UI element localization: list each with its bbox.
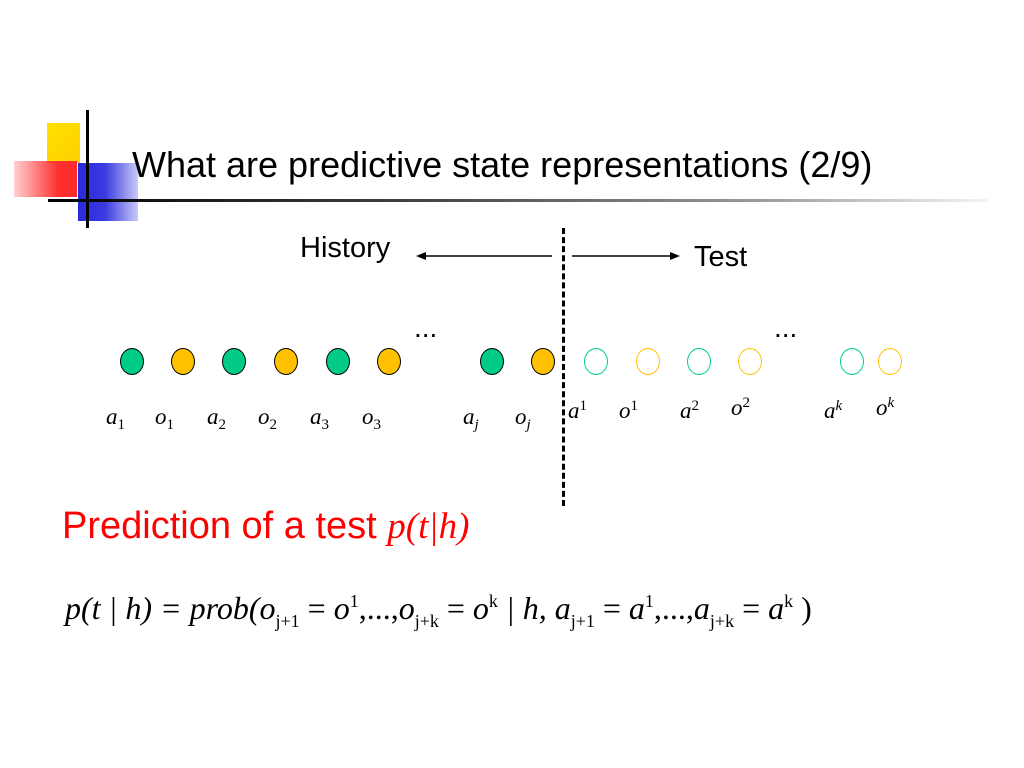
- sequence-label: o1: [619, 398, 638, 424]
- prediction-text: Prediction of a test: [62, 505, 388, 547]
- label-superscript: k: [887, 395, 895, 411]
- prediction-heading: Prediction of a test p(t|h): [62, 505, 469, 548]
- label-superscript: 2: [691, 398, 700, 414]
- label-base: a: [463, 404, 475, 429]
- test-action-circle: [840, 348, 864, 375]
- label-superscript: 2: [742, 395, 751, 411]
- sequence-label: a2: [680, 398, 699, 424]
- prediction-formula: p(t | h) = prob(oj+1 = o1,...,oj+k = ok …: [65, 590, 812, 632]
- formula-lhs: p(t | h) = prob(: [65, 590, 260, 626]
- label-subscript: j: [474, 417, 479, 433]
- history-action-circle: [326, 348, 350, 375]
- formula-sub: j+1: [275, 611, 300, 631]
- sequence-label: o2: [258, 404, 277, 434]
- formula-eq: =: [594, 590, 629, 626]
- test-action-circle: [584, 348, 608, 375]
- label-subscript: 3: [373, 417, 382, 433]
- label-base: o: [731, 395, 743, 420]
- formula-sub: j+1: [570, 611, 595, 631]
- label-subscript: 2: [269, 417, 278, 433]
- label-base: o: [362, 404, 374, 429]
- test-observation-circle: [738, 348, 762, 375]
- formula-sub: j+k: [414, 611, 439, 631]
- sequence-label: a1: [106, 404, 125, 434]
- prediction-math: p(t|h): [387, 506, 470, 547]
- formula-dots: ,...,: [358, 590, 399, 626]
- formula-o: o: [472, 590, 489, 626]
- formula-sup: k: [488, 591, 498, 611]
- sequence-label: ak: [824, 398, 842, 424]
- test-action-circle: [687, 348, 711, 375]
- label-base: a: [568, 398, 580, 423]
- sequence-label: oj: [515, 404, 531, 434]
- sequence-label: o2: [731, 395, 750, 421]
- formula-sup: 1: [644, 591, 654, 611]
- label-base: a: [207, 404, 219, 429]
- history-label: History: [300, 232, 391, 264]
- formula-o: o: [259, 590, 276, 626]
- sequence-label: o3: [362, 404, 381, 434]
- ellipsis-history: ...: [414, 312, 438, 343]
- label-base: a: [310, 404, 322, 429]
- history-test-divider: [562, 228, 565, 506]
- formula-a: a: [554, 590, 571, 626]
- sequence-label: a3: [310, 404, 329, 434]
- label-base: a: [680, 398, 692, 423]
- decor-red-bar: [14, 161, 77, 197]
- test-observation-circle: [636, 348, 660, 375]
- label-superscript: 1: [579, 398, 588, 414]
- label-subscript: 1: [117, 417, 126, 433]
- ellipsis-test: ...: [774, 312, 798, 343]
- formula-close: ): [793, 590, 812, 626]
- formula-a: a: [768, 590, 785, 626]
- slide-title: What are predictive state representation…: [132, 144, 873, 185]
- title-underline: [48, 199, 988, 202]
- label-subscript: 2: [218, 417, 227, 433]
- history-action-circle: [222, 348, 246, 375]
- formula-eq: =: [734, 590, 769, 626]
- formula-sup: k: [784, 591, 794, 611]
- formula-eq: =: [299, 590, 334, 626]
- formula-eq: =: [438, 590, 473, 626]
- history-arrow: [416, 252, 552, 260]
- label-base: a: [106, 404, 118, 429]
- direction-arrows: [416, 252, 680, 260]
- label-base: o: [619, 398, 631, 423]
- formula-dots: ,...,: [653, 590, 694, 626]
- formula-given: | h,: [497, 590, 555, 626]
- test-label: Test: [694, 241, 748, 273]
- label-base: o: [876, 395, 888, 420]
- history-observation-circle: [377, 348, 401, 375]
- history-observation-circle: [531, 348, 555, 375]
- label-superscript: 1: [630, 398, 639, 414]
- formula-a: a: [628, 590, 645, 626]
- sequence-label: a1: [568, 398, 587, 424]
- test-arrow: [572, 252, 680, 260]
- decor-vertical-line: [86, 110, 89, 228]
- sequence-label: o1: [155, 404, 174, 434]
- label-superscript: k: [835, 398, 843, 414]
- sequence-label: ok: [876, 395, 894, 421]
- formula-a: a: [693, 590, 710, 626]
- history-observation-circle: [171, 348, 195, 375]
- label-subscript: 1: [166, 417, 175, 433]
- label-subscript: 3: [321, 417, 330, 433]
- formula-o: o: [398, 590, 415, 626]
- sequence-label: a2: [207, 404, 226, 434]
- decor-yellow-square: [47, 123, 80, 163]
- formula-sup: 1: [349, 591, 359, 611]
- label-base: o: [155, 404, 167, 429]
- label-base: o: [515, 404, 527, 429]
- test-observation-circle: [878, 348, 902, 375]
- history-action-circle: [120, 348, 144, 375]
- formula-sub: j+k: [709, 611, 735, 631]
- history-action-circle: [480, 348, 504, 375]
- label-base: a: [824, 398, 836, 423]
- history-observation-circle: [274, 348, 298, 375]
- sequence-label: aj: [463, 404, 479, 434]
- label-subscript: j: [526, 417, 531, 433]
- formula-o: o: [333, 590, 350, 626]
- label-base: o: [258, 404, 270, 429]
